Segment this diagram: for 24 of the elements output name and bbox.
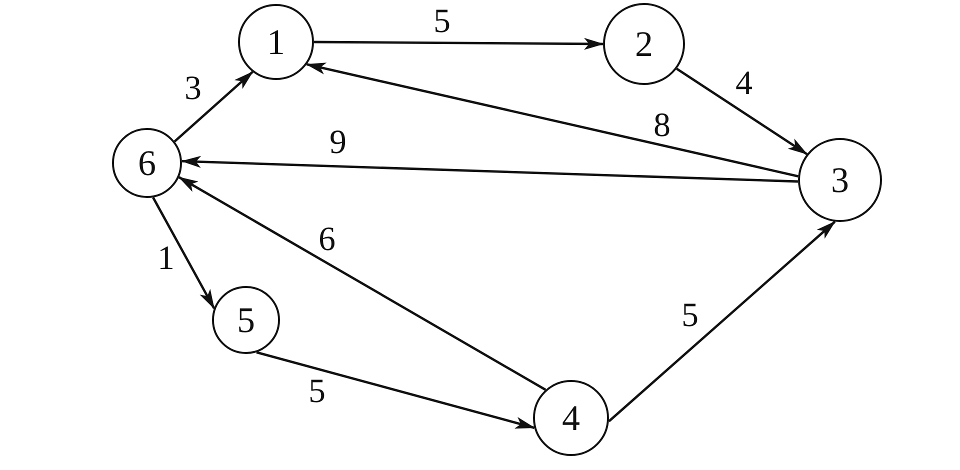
edge-label: 5 [434,5,450,39]
arrow [608,220,836,422]
arrow [256,351,536,429]
edge-label: 8 [654,109,670,143]
arrow [178,176,546,391]
node-number: 6 [138,145,156,181]
edge-label: 1 [158,242,174,276]
arrow [676,68,808,156]
node-number: 3 [831,162,849,198]
arrow [306,62,798,178]
node-number: 1 [267,24,285,60]
node-number: 5 [237,302,255,338]
arrow [181,156,798,183]
node-number: 2 [635,26,653,62]
edge-label: 6 [318,223,336,257]
node-number: 4 [562,400,580,436]
arrow [314,38,604,50]
edge-label: 9 [330,126,346,160]
arrow [152,196,216,310]
edge-label: 5 [682,299,698,333]
edge-label: 3 [184,72,202,106]
edge-label: 5 [308,375,326,409]
edge-label: 4 [736,67,752,101]
arrow [174,71,254,142]
